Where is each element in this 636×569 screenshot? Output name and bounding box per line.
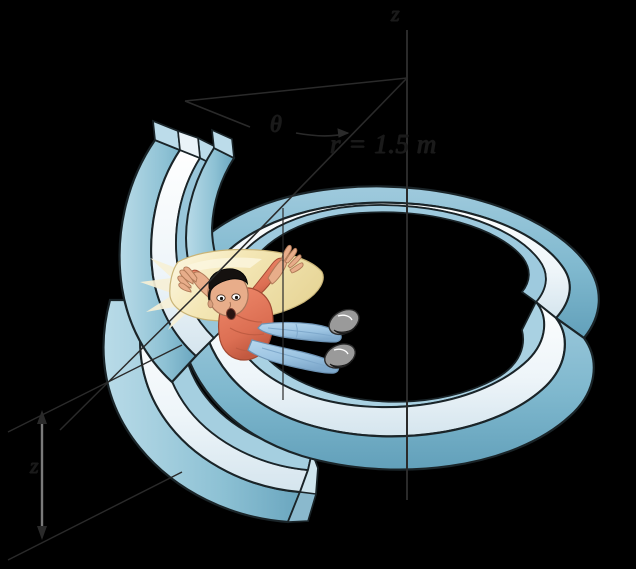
- z-height-arrow-head-up: [37, 410, 47, 424]
- person-right-shoe: [328, 308, 360, 336]
- slide-lower-end-cap-shadow: [286, 491, 317, 523]
- z-height-label: z: [30, 453, 39, 478]
- person-left-leg-seam: [261, 347, 327, 367]
- theta-angle-group: [184, 77, 408, 138]
- person-right-leg: [257, 321, 342, 343]
- person-hair: [208, 268, 249, 293]
- person-right-pupil: [234, 295, 239, 300]
- slide-upper-turn-front: [176, 281, 595, 471]
- z-height-upper-reference: [7, 344, 183, 433]
- person-left-shoe: [324, 343, 356, 369]
- person-nose: [228, 301, 232, 309]
- person-right-leg-seam: [267, 327, 333, 337]
- slide-upper-outer-near: [176, 296, 595, 471]
- theta-reference-ray: [184, 77, 408, 102]
- slide-entry-top-cap-trough: [177, 129, 201, 160]
- z-height-group: [7, 344, 183, 561]
- person-on-slide: [177, 244, 360, 374]
- theta-angle-label: θ: [270, 112, 282, 138]
- theta-arrow-head: [337, 128, 350, 138]
- person-ear: [207, 299, 214, 309]
- person-left-pupil: [219, 296, 224, 301]
- z-height-arrow-head-down: [37, 526, 47, 540]
- person-knee-fold: [295, 323, 298, 339]
- theta-reference-ray-left: [184, 100, 251, 128]
- z-height-lower-reference: [7, 471, 183, 561]
- slide-entry2-top-cap: [211, 128, 235, 160]
- person-left-hand: [177, 266, 198, 293]
- person-shirt-fold-2: [229, 327, 265, 336]
- z-axis-label: z: [391, 1, 400, 26]
- person-mouth: [225, 308, 237, 320]
- radius-line: [195, 77, 408, 296]
- radius-line-lower-extension: [59, 294, 197, 431]
- radius-line-group: [59, 77, 408, 431]
- radius-label: r = 1.5 m: [330, 129, 437, 159]
